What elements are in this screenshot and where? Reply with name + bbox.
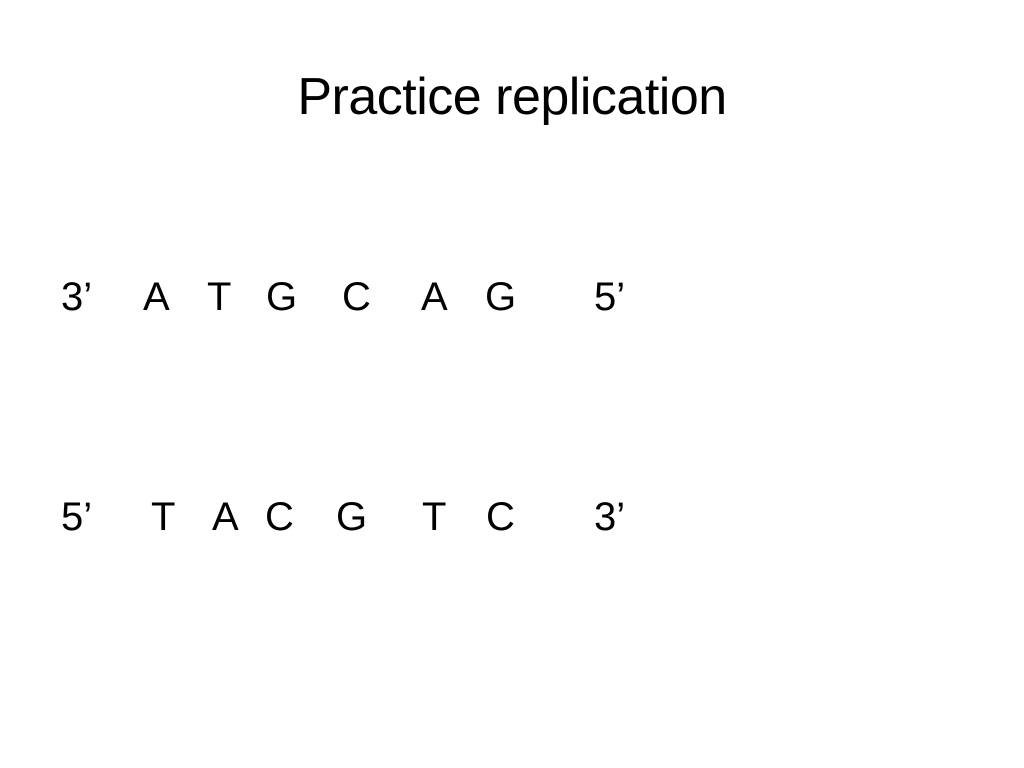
slide-title: Practice replication — [297, 68, 727, 126]
nucleotide-base: C — [342, 275, 371, 319]
dna-strand-top: 3’ A T G C A G 5’ — [0, 272, 1024, 332]
nucleotide-base: C — [265, 495, 294, 539]
nucleotide-base: G — [485, 275, 517, 319]
strand-end-label: 5’ — [61, 495, 93, 539]
dna-strand-bottom: 5’ T A C G T C 3’ — [0, 492, 1024, 552]
nucleotide-base: C — [486, 495, 515, 539]
strand-end-label: 5’ — [594, 275, 626, 319]
nucleotide-base: G — [266, 275, 298, 319]
nucleotide-base: A — [143, 275, 170, 319]
nucleotide-base: T — [422, 495, 447, 539]
nucleotide-base: T — [207, 275, 232, 319]
strand-end-label: 3’ — [594, 495, 626, 539]
nucleotide-base: A — [212, 495, 239, 539]
nucleotide-base: T — [151, 495, 176, 539]
strand-end-label: 3’ — [61, 275, 93, 319]
nucleotide-base: A — [421, 275, 448, 319]
nucleotide-base: G — [336, 495, 368, 539]
